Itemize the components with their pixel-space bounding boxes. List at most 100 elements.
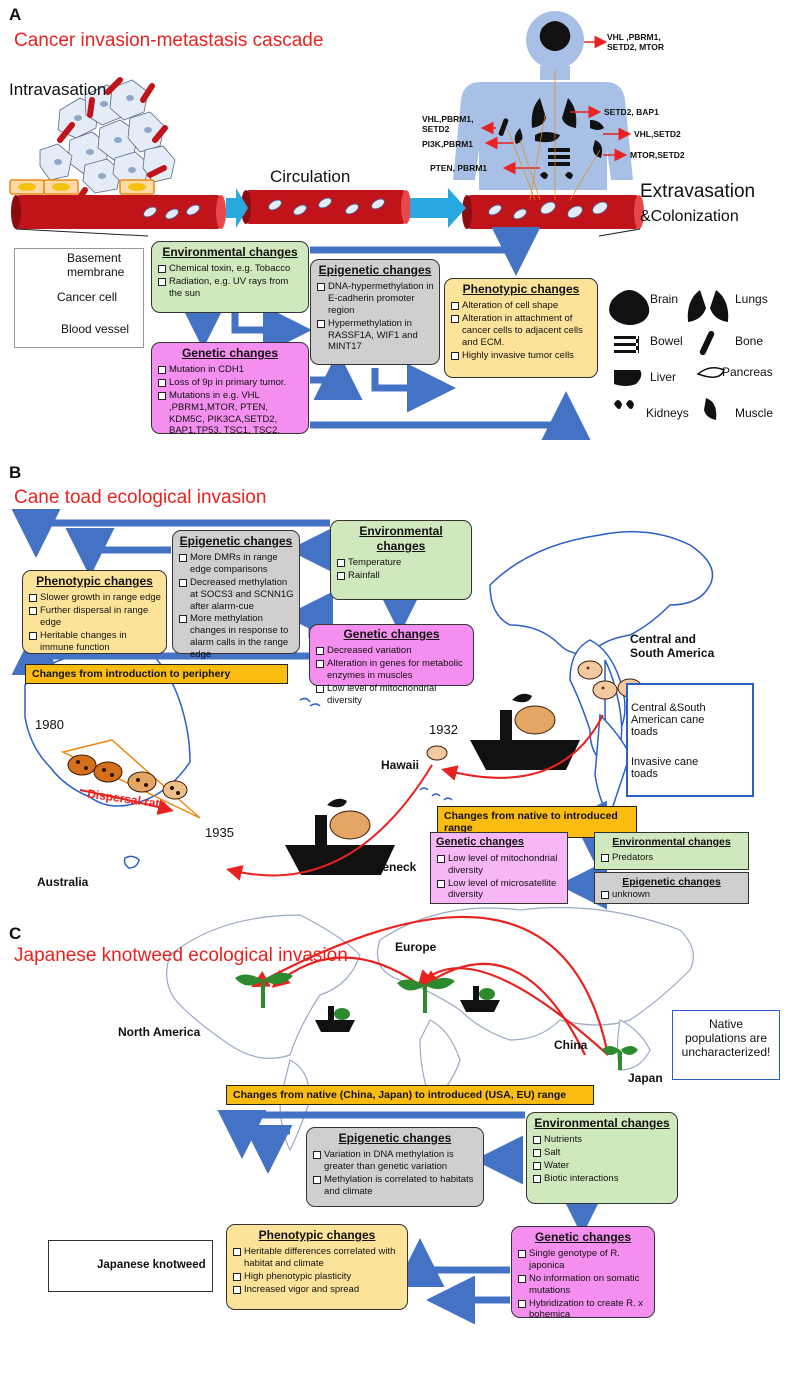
- stage-intravasation: Intravasation: [9, 80, 107, 99]
- genes-pancreas: VHL,SETD2: [634, 129, 681, 139]
- legend-blood-vessel-label: Blood vessel: [61, 322, 130, 336]
- stage-circulation: Circulation: [270, 167, 351, 186]
- b-env2-title: Environmental changes: [612, 836, 731, 848]
- organ-kidneys-label: Kidneys: [646, 406, 689, 420]
- panel-b-letter: B: [9, 463, 22, 482]
- organ-pancreas-label: Pancreas: [722, 365, 773, 379]
- flow-arrows-c: [217, 1110, 607, 1325]
- stage-colonization: &Colonization: [640, 208, 739, 225]
- year-1932: 1932: [429, 722, 458, 737]
- c-pheno-item: Heritable differences correlated with ha…: [232, 1246, 402, 1270]
- a-gen-item: Mutations in e.g. VHL ,PBRM1,MTOR, PTEN,…: [157, 390, 303, 438]
- place-europe: Europe: [395, 940, 437, 954]
- c-env-item: Nutrients: [532, 1134, 672, 1146]
- place-bottleneck: Bottleneck: [355, 860, 417, 874]
- c-range-label: Changes from native (China, Japan) to in…: [226, 1085, 594, 1105]
- organ-bowel-label: Bowel: [650, 334, 683, 348]
- legend-knotweed-label: Japanese knotweed: [97, 1259, 206, 1271]
- c-gen-item: Single genotype of R. japonica: [517, 1248, 649, 1272]
- legend-c: Japanese knotweed: [48, 1240, 213, 1292]
- c-gen-item: No information on somatic mutations: [517, 1273, 649, 1297]
- panel-b-title: Cane toad ecological invasion: [14, 487, 267, 508]
- c-pheno-item: Increased vigor and spread: [232, 1284, 402, 1296]
- flow-arrows-b: [11, 509, 620, 910]
- b-epigenetic-box: Epigenetic changes More DMRs in range ed…: [172, 530, 300, 660]
- b-epi-item: More methylation changes in response to …: [178, 613, 294, 661]
- panel-a-letter: A: [9, 5, 22, 24]
- a-genetic-box: Genetic changes Mutation in CDH1 Loss of…: [151, 342, 309, 436]
- hawaii-toad: [426, 745, 448, 761]
- b-epi2-title: Epigenetic changes: [622, 876, 721, 888]
- b-gen2-item: Low level of mitochondrial diversity: [436, 853, 562, 877]
- b-environmental-box: Environmental changes Temperature Rainfa…: [330, 520, 472, 600]
- legend-cancer-cell-label: Cancer cell: [57, 290, 118, 304]
- cascade-arrows: [226, 188, 466, 228]
- genes-bone: VHL,PBRM1, SETD2: [422, 114, 474, 134]
- b-environmental-box-2: Environmental changes Predators: [594, 832, 749, 870]
- native-note-text: Native populations are uncharacterized!: [681, 1017, 771, 1059]
- c-gen-title: Genetic changes: [534, 1230, 632, 1244]
- b-env2-item: Predators: [600, 852, 743, 864]
- b-gen2-item: Low level of microsatellite diversity: [436, 878, 562, 902]
- place-japan: Japan: [628, 1071, 663, 1085]
- genes-brain: VHL ,PBRM1, SETD2, MTOR: [607, 32, 664, 52]
- genes-lung: SETD2, BAP1: [604, 107, 659, 117]
- world-map-b: [24, 530, 714, 869]
- b-gen-item: Low level of mitochondrial diversity: [315, 683, 468, 707]
- c-environmental-box: Environmental changes Nutrients Salt Wat…: [526, 1112, 678, 1204]
- panel-c-letter: C: [9, 924, 22, 943]
- b-genetic-box: Genetic changes Decreased variation Alte…: [309, 624, 474, 706]
- c-env-item: Salt: [532, 1147, 672, 1159]
- b-epi-title: Epigenetic changes: [179, 534, 293, 548]
- stage-extravasation: Extravasation: [640, 181, 756, 202]
- b-genetic-box-2: Genetic changes Low level of mitochondri…: [430, 832, 568, 904]
- b-gen-title: Genetic changes: [343, 627, 440, 641]
- b-gen-item: Decreased variation: [315, 645, 468, 657]
- flow-arrows-a: [178, 227, 591, 440]
- panel-c-title: Japanese knotweed ecological invasion: [14, 945, 348, 966]
- b-env-title: Environmental changes: [359, 524, 443, 553]
- a-env-title: Environmental changes: [162, 245, 298, 259]
- place-australia: Australia: [37, 875, 89, 889]
- organ-brain-label: Brain: [650, 292, 679, 306]
- b-pheno-title: Phenotypic changes: [36, 574, 153, 588]
- c-gen-item: Hybridization to create R. x bohemica: [517, 1298, 649, 1322]
- b-epi-item: More DMRs in range edge comparisons: [178, 552, 294, 576]
- vessel-right: [462, 195, 644, 229]
- a-gen-item: Mutation in CDH1: [157, 364, 303, 376]
- invasive-toads-australia: [67, 754, 188, 800]
- c-env-item: Water: [532, 1160, 672, 1172]
- place-hawaii: Hawaii: [381, 758, 420, 772]
- a-gen-title: Genetic changes: [181, 346, 279, 360]
- a-pheno-item: Alteration in attachment of cancer cells…: [450, 313, 592, 349]
- a-epi-item: DNA-hypermethylation in E-cadherin promo…: [316, 281, 434, 317]
- place-central-south-america: Central and South America: [630, 632, 715, 660]
- a-env-item: Chemical toxin, e.g. Tobacco: [157, 263, 303, 275]
- c-epigenetic-box: Epigenetic changes Variation in DNA meth…: [306, 1127, 484, 1207]
- organ-liver-label: Liver: [650, 370, 677, 384]
- b-pheno-item: Heritable changes in immune function: [28, 630, 161, 654]
- organ-muscle-label: Muscle: [735, 406, 774, 420]
- b-epi-item: Decreased methylation at SOCS3 and SCNN1…: [178, 577, 294, 613]
- legend-b: Central &South American cane toads Invas…: [626, 683, 754, 797]
- a-environmental-box: Environmental changes Chemical toxin, e.…: [151, 241, 309, 313]
- a-pheno-item: Alteration of cell shape: [450, 300, 592, 312]
- genes-liver: PI3K,PBRM1: [422, 139, 474, 149]
- c-pheno-item: High phenotypic plasticity: [232, 1271, 402, 1283]
- c-env-item: Biotic interactions: [532, 1173, 672, 1185]
- human-silhouette: [453, 11, 633, 201]
- a-gen-item: Loss of 9p in primary tumor.: [157, 377, 303, 389]
- native-note-box: Native populations are uncharacterized!: [672, 1010, 780, 1080]
- legend-basement-label: Basement membrane: [67, 251, 125, 279]
- panel-a-title: Cancer invasion-metastasis cascade: [14, 30, 324, 51]
- migration-arrows-b: [226, 714, 604, 881]
- tumor-cluster: [9, 77, 176, 203]
- place-north-america: North America: [118, 1025, 201, 1039]
- c-env-title: Environmental changes: [534, 1116, 670, 1130]
- legend-invasive-toads: Invasive cane toads: [631, 756, 699, 780]
- c-epi-item: Methylation is correlated to habitats an…: [312, 1174, 478, 1198]
- a-phenotypic-box: Phenotypic changes Alteration of cell sh…: [444, 278, 598, 378]
- c-epi-title: Epigenetic changes: [338, 1131, 452, 1145]
- b-env-item: Rainfall: [336, 570, 466, 582]
